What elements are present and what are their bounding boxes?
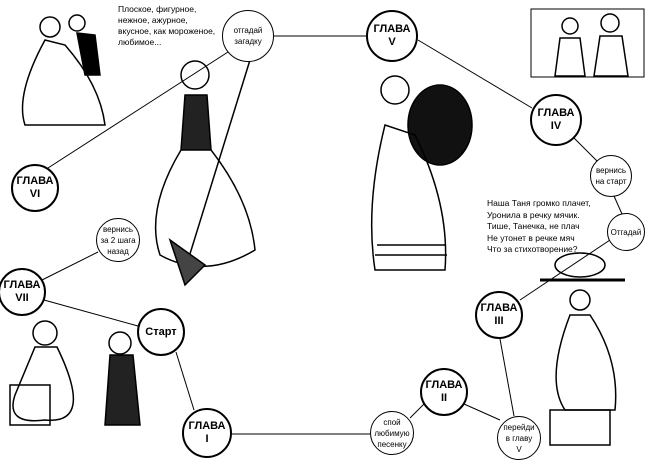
- space-label: ГЛАВА: [480, 302, 518, 314]
- space-label: ГЛАВА: [537, 107, 575, 119]
- space-label: на старт: [595, 177, 627, 186]
- space-label: II: [440, 392, 448, 404]
- space-label: песенку: [377, 439, 407, 449]
- cinderella-slipper-illustration: [9, 320, 141, 426]
- space-label: назад: [107, 246, 129, 256]
- space-label: загадку: [234, 37, 262, 46]
- space-label: V: [388, 36, 396, 48]
- space-label: спой: [383, 417, 401, 427]
- space-label: любимую: [374, 428, 410, 438]
- space-label: вернись: [595, 166, 627, 175]
- cinderella-teapot-illustration: [540, 252, 625, 446]
- space-label: ГЛАВА: [16, 175, 54, 187]
- space-label: Отгадай: [610, 227, 642, 237]
- space-label: VI: [29, 188, 41, 200]
- space-label: перейди: [503, 422, 535, 432]
- cinderella-pumpkin-illustration: [370, 75, 473, 271]
- space-label: ГЛАВА: [3, 279, 41, 291]
- space-label: Старт: [145, 325, 177, 338]
- riddle-text: Плоское, фигурное, нежное, ажурное, вкус…: [118, 4, 216, 47]
- dancing-couple-illustration: [21, 14, 106, 126]
- space-label: IV: [550, 120, 562, 132]
- space-label: за 2 шага: [100, 235, 136, 245]
- space-label: в главу: [505, 433, 533, 443]
- space-back-to-start[interactable]: вернись на старт: [590, 155, 632, 197]
- space-label: VII: [15, 292, 29, 304]
- space-label: ГЛАВА: [188, 420, 226, 432]
- space-label: III: [494, 315, 504, 327]
- stepmother-sisters-illustration: [530, 8, 645, 78]
- space-label: отгадай: [233, 26, 263, 35]
- space-label: ГЛАВА: [373, 23, 411, 35]
- space-guess[interactable]: Отгадай: [607, 213, 645, 251]
- cinderella-broom-illustration: [154, 59, 256, 287]
- space-label: V: [516, 444, 522, 454]
- space-guess-riddle[interactable]: отгадай загадку: [222, 10, 274, 62]
- start-space[interactable]: Старт: [137, 308, 185, 356]
- poem-text: Наша Таня громко плачет, Уронила в речку…: [487, 198, 591, 254]
- space-label: I: [205, 433, 209, 445]
- space-label: ГЛАВА: [425, 379, 463, 391]
- space-label: вернись: [102, 224, 134, 234]
